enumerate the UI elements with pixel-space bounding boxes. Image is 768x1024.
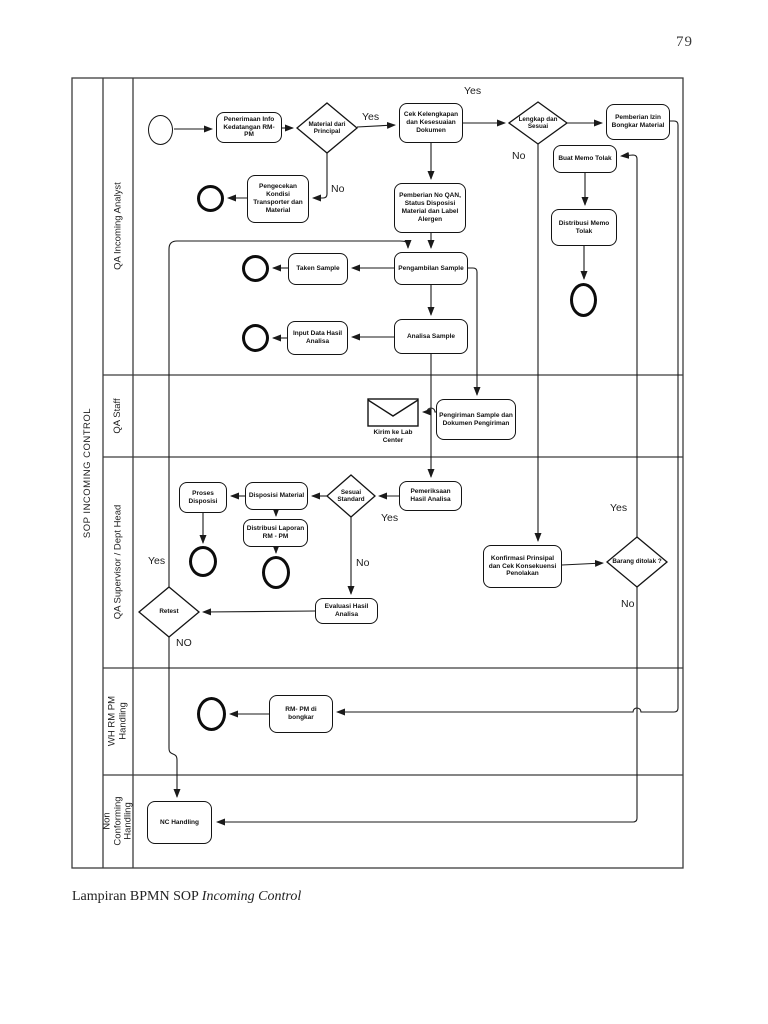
task-pengecekan-kondisi: Pengecekan Kondisi Transporter dan Mater… (247, 175, 309, 223)
end-event-input-data (242, 324, 269, 352)
task-pengambilan-sample: Pengambilan Sample (394, 252, 468, 285)
flow-label-lengkap-yes: Yes (464, 85, 482, 97)
label-kirim-ke-lab: Kirim ke Lab Center (373, 429, 413, 445)
flow-label-lengkap-no: No (512, 150, 526, 162)
end-event-pengecekan (197, 185, 224, 212)
pool-label: SOP INCOMING CONTROL (81, 407, 93, 539)
end-event-wh-handling (197, 697, 226, 731)
gateway-label-sesuai-standard: Sesuai Standard (337, 488, 365, 503)
gateway-label-retest: Retest (159, 608, 179, 616)
start-event (148, 115, 173, 145)
task-pemeriksaan-hasil: Pemeriksaan Hasil Analisa (399, 481, 462, 511)
task-disposisi-material: Disposisi Material (245, 482, 308, 510)
lane-label-wh-rm-pm: WH RM PM Handling (106, 695, 128, 747)
task-nc-handling: NC Handling (147, 801, 212, 844)
sequence-flows (168, 119, 679, 826)
task-cek-kelengkapan: Cek Kelengkapan dan Kesesuaian Dokumen (399, 103, 463, 143)
flow-label-barang-yes: Yes (610, 502, 628, 514)
flow-label-material-yes: Yes (362, 111, 380, 123)
end-event-distribusi-laporan (262, 556, 290, 589)
page-number: 79 (676, 34, 693, 50)
pool-frame (71, 77, 684, 869)
task-pemberian-izin: Pemberian Izin Bongkar Material (606, 104, 670, 140)
task-proses-disposisi: Proses Disposisi (179, 482, 227, 513)
lane-label-qa-staff: QA Staff (111, 398, 123, 434)
task-pemberian-no-qan: Pemberian No QAN, Status Disposisi Mater… (394, 183, 466, 233)
gateway-label-material-dari-principal: Material dari Principal (308, 120, 346, 135)
task-analisa-sample: Analisa Sample (394, 319, 468, 354)
task-penerimaan-info: Penerimaan Info Kedatangan RM-PM (216, 112, 282, 143)
flow-retest-no-nchandling (168, 637, 181, 798)
flow-barang-no-nchandling (216, 587, 638, 826)
task-konfirmasi-prinsipal: Konfirmasi Prinsipal dan Cek Konsekuensi… (483, 545, 562, 588)
gateway-material-dari-principal (295, 102, 359, 154)
flow-pengiriman-envelope (422, 407, 436, 416)
task-buat-memo-tolak: Buat Memo Tolak (553, 145, 617, 173)
lane-label-non-conforming: Non Conforming Handling (100, 796, 134, 846)
task-input-data-hasil: Input Data Hasil Analisa (287, 321, 348, 355)
flow-retest-yes-pengambilan (168, 240, 412, 587)
task-evaluasi-hasil: Evaluasi Hasil Analisa (315, 598, 378, 624)
flow-label-barang-no: No (621, 598, 635, 610)
lane-label-qa-incoming-analyst: QA Incoming Analyst (111, 182, 123, 270)
flow-label-retest-no: NO (176, 637, 192, 649)
gateway-barang-ditolak (605, 536, 669, 588)
flow-label-material-no: No (331, 183, 345, 195)
gateway-label-lengkap-dan-sesuai: Lengkap dan Sesuai (518, 115, 558, 130)
end-event-memo-tolak (570, 283, 597, 317)
lane-label-qa-supervisor: QA Supervisor / Dept Head (111, 504, 123, 620)
gateway-retest (137, 586, 201, 638)
flow-evaluasi-retest (202, 608, 316, 616)
flow-barang-yes-buatmemo (620, 151, 638, 537)
envelope-icon (367, 398, 419, 427)
flow-konfirmasi-barang (561, 559, 604, 567)
caption-italic: Incoming Control (201, 889, 302, 904)
gateway-sesuai-standard (326, 474, 376, 518)
flow-material-no-pengecekan (312, 153, 328, 202)
gateways (137, 101, 669, 638)
gateway-label-barang-ditolak: Barang ditolak ? (612, 558, 662, 566)
task-rm-pm-dibongkar: RM- PM di bongkar (269, 695, 333, 733)
gateway-lengkap-dan-sesuai (507, 101, 569, 145)
flow-label-sesuai-yes: Yes (381, 512, 399, 524)
end-event-proses-disposisi (189, 546, 217, 577)
flow-pengambilan-pengiriman (468, 267, 481, 396)
figure-caption: Lampiran BPMN SOP Incoming Control (72, 889, 301, 905)
task-distribusi-memo-tolak: Distribusi Memo Tolak (551, 209, 617, 246)
task-taken-sample: Taken Sample (288, 253, 348, 285)
end-event-taken-sample (242, 255, 269, 282)
task-distribusi-laporan: Distribusi Laporan RM - PM (243, 519, 308, 547)
flow-label-sesuai-no: No (356, 557, 370, 569)
caption-prefix: Lampiran BPMN SOP (72, 889, 202, 904)
task-pengiriman-sample: Pengiriman Sample dan Dokumen Pengiriman (436, 399, 516, 440)
flow-label-retest-yes: Yes (148, 555, 166, 567)
flow-material-yes-cek (356, 121, 396, 129)
